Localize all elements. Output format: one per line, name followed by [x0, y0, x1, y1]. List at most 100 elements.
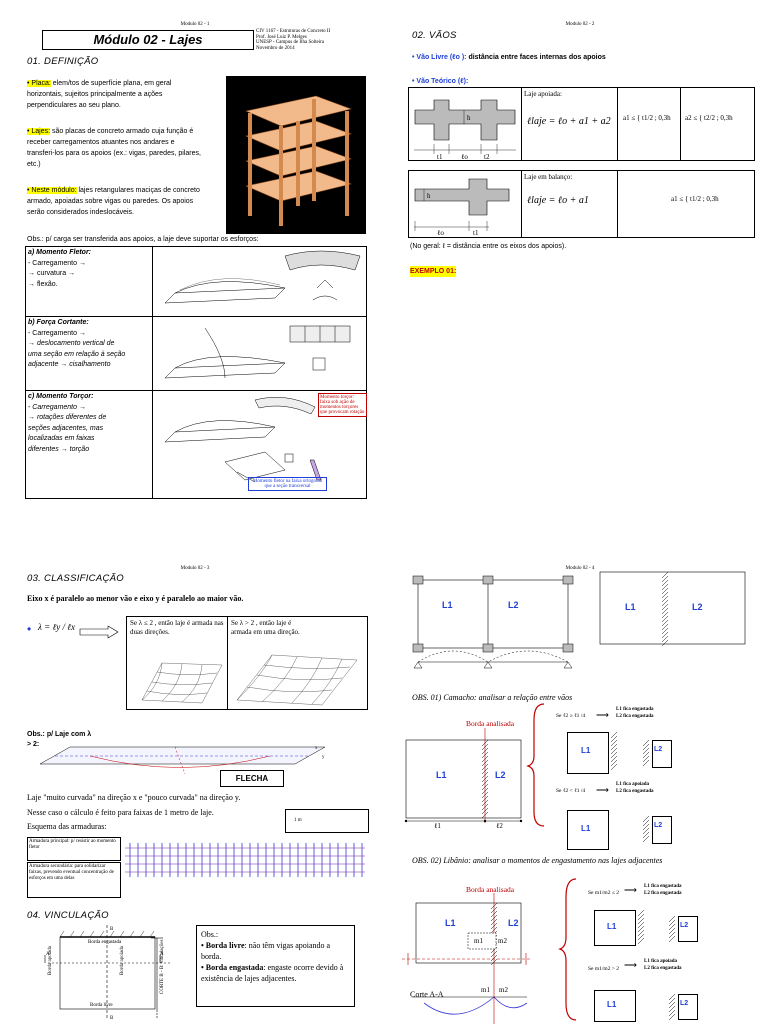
laje-apoiada-box: h t1 ℓo t2 Laje apoiada: ℓlaje = ℓo + a1…	[408, 87, 755, 161]
slab-label-l1: L1	[607, 922, 616, 931]
vao-livre-text: distância entre faces internas dos apoio…	[467, 54, 606, 61]
arrow-icon	[80, 626, 120, 638]
hatch-icon	[610, 732, 620, 772]
result-line: L1 fica engastada	[616, 706, 654, 713]
hatch-icon	[642, 816, 652, 844]
arrow-icon: ⟶	[624, 885, 637, 896]
row-line: seções adjacentes, mas	[28, 424, 150, 435]
row-line: → deslocamento vertical de	[28, 339, 150, 350]
arrow-icon: ⟶	[596, 710, 609, 721]
slab-label-l1: L1	[445, 918, 456, 928]
flecha-slab-drawing: x y	[30, 744, 330, 780]
l2-dim-label: ℓ2	[496, 822, 503, 830]
case2-text: Se λ > 2 , então laje é armada em uma di…	[231, 619, 311, 637]
table-cell: a) Momento Fletor: - Carregamento → → cu…	[26, 247, 153, 317]
slab-label-l1: L1	[442, 600, 453, 610]
title-box: Módulo 02 - Lajes	[42, 30, 254, 50]
hatch-icon	[637, 910, 647, 944]
slab-label-l2: L2	[692, 602, 703, 612]
result-line: L2 fica engastada	[644, 890, 682, 897]
svg-text:t2: t2	[484, 153, 490, 161]
svg-text:ℓo: ℓo	[437, 229, 444, 237]
m1-label: m1	[474, 937, 483, 945]
slab-label-l2: L2	[654, 746, 662, 753]
vinculacao-obs-box: Obs.: • Borda livre: não têm vigas apoia…	[196, 925, 355, 1007]
hatch-icon	[668, 916, 678, 942]
row-line: - Carregamento →	[28, 259, 150, 270]
row-title: c) Momento Torçor:	[28, 392, 150, 403]
case1-text: Se λ ≤ 2 , então laje é armada nas duas …	[130, 619, 225, 637]
bullet-icon: •	[27, 622, 31, 636]
row-line: → flexão.	[28, 280, 150, 291]
one-way-slab-drawing	[232, 645, 362, 707]
row-line: → curvatura →	[28, 269, 150, 280]
table-figure-cell	[153, 247, 367, 317]
apoiada-formula: ℓlaje = ℓo + a1 + a2	[527, 116, 611, 127]
vao-teorico-line: • Vão Teórico (ℓ):	[412, 76, 468, 87]
building-structure-image	[226, 76, 366, 234]
corte-bb-drawing	[145, 930, 170, 1020]
borda-apoiada-label-right: Borda apoiada	[120, 946, 125, 975]
efforts-table: a) Momento Fletor: - Carregamento → → cu…	[25, 246, 367, 499]
no-geral-text: (No geral: ℓ = distância entre os eixos …	[410, 241, 566, 252]
vao-livre-key: • Vão Livre (ℓo ):	[412, 54, 467, 61]
result-line: L1 fica apoiada	[644, 958, 682, 965]
page-header: Modulo 02 - 3	[150, 566, 240, 571]
svg-text:B: B	[110, 1016, 114, 1021]
torsion-note: Momento torçor: faixa sob ação de moment…	[318, 393, 367, 417]
laje-balanco-drawing: h ℓo t1	[409, 171, 521, 237]
flexure-note: Momento fletor na faixa ortogonal que a …	[248, 477, 327, 491]
table-cell: c) Momento Torçor: - Carregamento → → ro…	[26, 391, 153, 499]
slab-label-l1: L1	[625, 602, 636, 612]
obs-text: Obs.: p/ carga ser transferida aos apoio…	[27, 234, 372, 245]
slab-label-l1: L1	[581, 746, 590, 755]
page-title: Módulo 02 - Lajes	[43, 31, 253, 49]
section-heading: 01. DEFINIÇÃO	[27, 56, 98, 67]
placa-paragraph: • Placa: elem/tos de superfície plana, e…	[27, 78, 202, 111]
borda-analisada-label: Borda analisada	[466, 719, 514, 728]
svg-text:y: y	[322, 755, 325, 760]
cond4-text: Se m1/m2 > 2	[588, 966, 619, 972]
modulo-key: • Neste módulo:	[27, 187, 77, 194]
result-line: L1 fica apoiada	[616, 781, 654, 788]
exemplo-label: EXEMPLO 01:	[410, 266, 456, 277]
armadura-secundaria-box: Armadura secundária: para solidarizar fa…	[27, 862, 121, 898]
modulo-paragraph: • Neste módulo: lajes retangulares maciç…	[27, 185, 202, 218]
table-figure-cell	[153, 317, 367, 391]
borda-livre-label: Borda livre	[90, 1003, 113, 1008]
svg-text:ℓo: ℓo	[461, 153, 468, 161]
arrow-icon: ⟶	[624, 960, 637, 971]
svg-text:t1: t1	[437, 153, 443, 161]
row-line: localizadas em faixas	[28, 434, 150, 445]
lajes-paragraph: • Lajes: são placas de concreto armado c…	[27, 126, 202, 170]
row-title: a) Momento Fletor:	[28, 248, 150, 259]
m1-label: m1	[481, 986, 490, 994]
row-line: uma seção em relação à seção	[28, 350, 150, 361]
l2-slab-box	[678, 994, 698, 1020]
borda-engastada-label: Borda engastada	[88, 940, 121, 945]
slab-label-l1: L1	[436, 770, 447, 780]
lambda-formula: λ = ℓy / ℓx	[38, 622, 75, 632]
obs1-text: OBS. 01) Camacho: analisar a relação ent…	[412, 693, 572, 702]
calculo-text: Nesse caso o cálculo é feito para faixas…	[27, 808, 214, 817]
slab-continuity-drawing	[598, 570, 748, 650]
flecha-label: FLECHA	[220, 770, 284, 787]
row-title: b) Força Cortante:	[28, 318, 150, 329]
page-header: Modulo 02 - 1	[150, 22, 240, 27]
row-line: - Carregamento →	[28, 329, 150, 340]
hatch-icon	[668, 994, 678, 1020]
a2-formula: a2 ≤ { t2/2 ; 0,3h	[685, 114, 750, 122]
cond2-text: Se ℓ2 < ℓ1 /4	[556, 788, 585, 794]
armadura-principal-box: Armadura principal: p/ resistir ao momen…	[27, 837, 121, 861]
apoiada-label: Laje apoiada:	[524, 90, 562, 98]
section-heading: 02. VÃOS	[412, 30, 457, 41]
a1-formula: a1 ≤ { t1/2 ; 0,3h	[623, 114, 678, 122]
row-line: → rotações diferentes de	[28, 413, 150, 424]
section-heading: 03. CLASSIFICAÇÃO	[27, 573, 124, 584]
result-line: L1 fica engastada	[644, 883, 682, 890]
row-line: - Carregamento →	[28, 403, 150, 414]
eixos-text: Eixo x é paralelo ao menor vão e eixo y …	[27, 594, 243, 603]
cond1-text: Se ℓ2 ≥ ℓ1 /4	[556, 713, 585, 719]
obs-title: Obs.:	[201, 929, 350, 940]
borda-apoiada-label-left: Borda apoiada	[48, 946, 53, 975]
